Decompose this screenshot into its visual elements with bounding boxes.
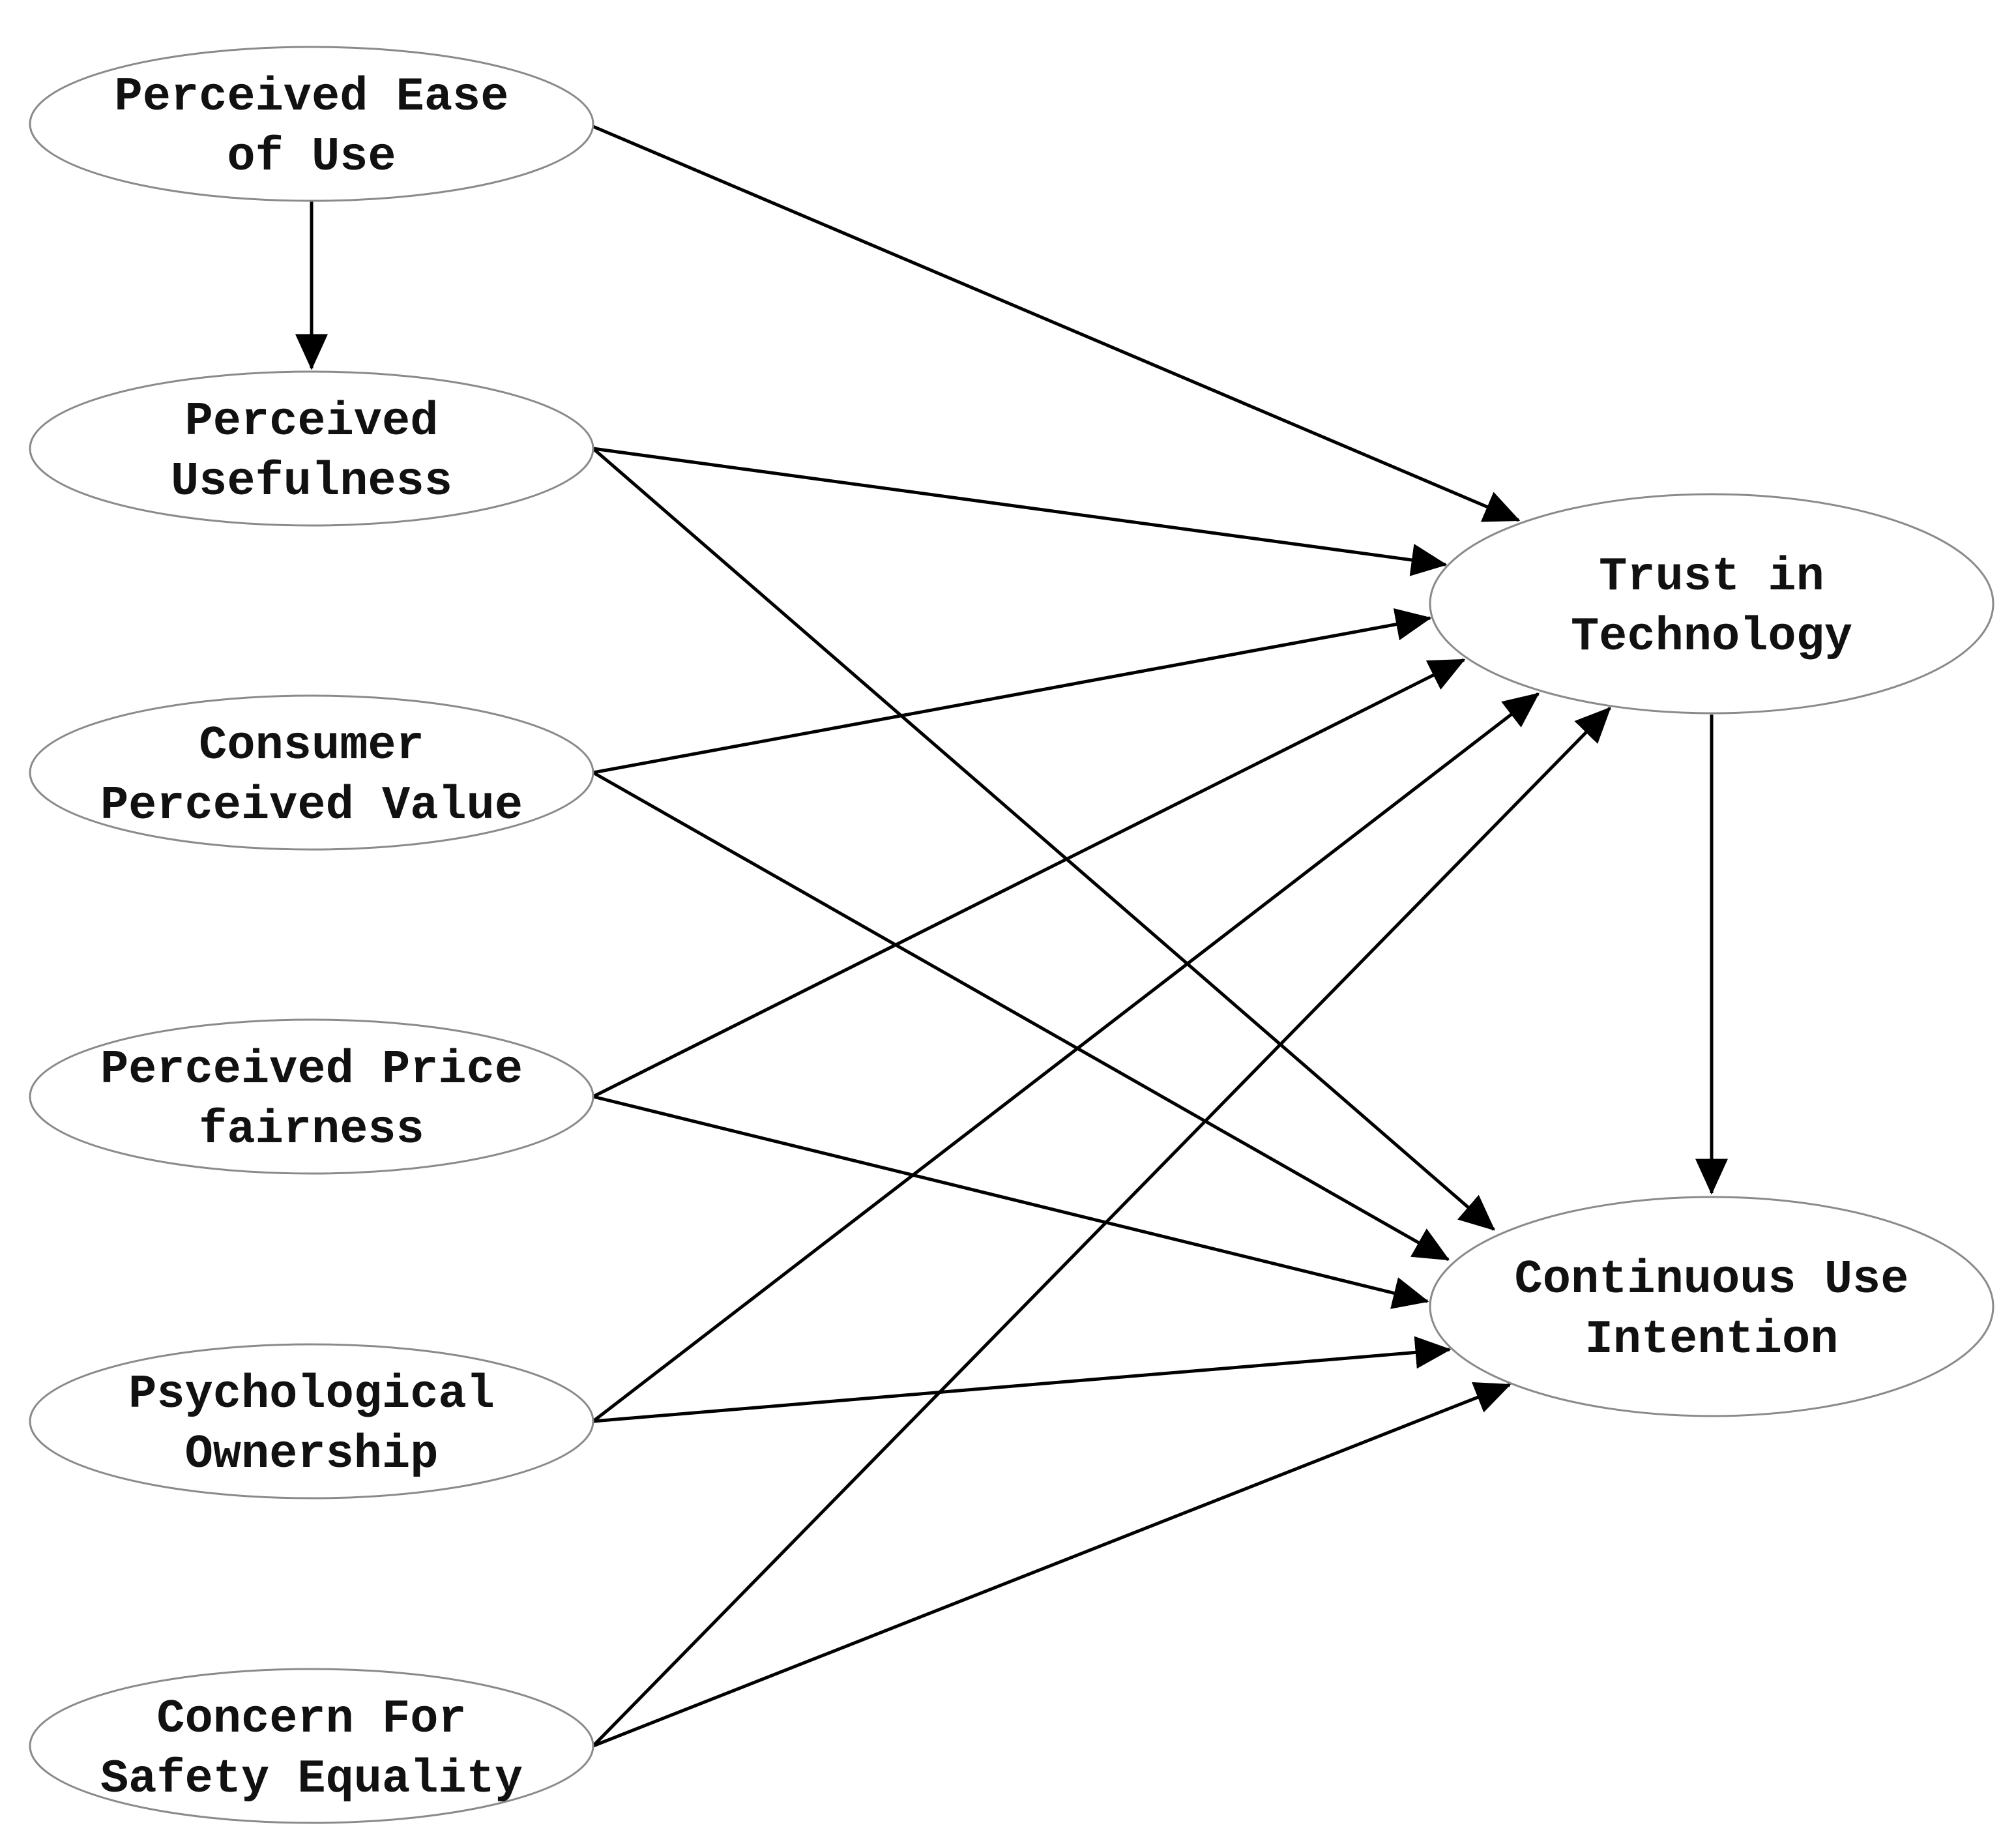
node-peou: Perceived Ease of Use — [29, 46, 594, 202]
node-ellipse — [29, 46, 594, 202]
arrow-pu-to-trust — [592, 447, 1448, 576]
node-label: fairness — [199, 1103, 424, 1157]
node-label: Usefulness — [171, 455, 452, 509]
node-ellipse — [29, 370, 594, 527]
arrow-po-to-trust — [592, 692, 1540, 1423]
node-label: Psychological — [128, 1368, 495, 1421]
node-label: Perceived Ease — [115, 70, 509, 124]
arrow-cpv-to-trust — [592, 608, 1432, 775]
node-ellipse — [1429, 493, 1994, 715]
node-label: Perceived Price — [100, 1043, 523, 1097]
arrow-cpv-to-cui — [592, 771, 1450, 1262]
arrow-cfse-to-cui — [592, 1381, 1512, 1748]
arrow-ppf-to-cui — [592, 1095, 1429, 1309]
node-label: Trust in — [1599, 550, 1824, 604]
node-ellipse — [29, 1668, 594, 1824]
node-label: Intention — [1585, 1313, 1839, 1367]
node-label: Consumer — [199, 719, 424, 773]
nodes: Perceived Ease of UsePerceivedUsefulnessC… — [29, 46, 1994, 1824]
edges — [295, 125, 1728, 1748]
arrow-po-to-cui — [592, 1336, 1452, 1423]
node-label: Perceived Value — [100, 779, 523, 833]
node-label: Concern For — [156, 1692, 466, 1746]
node-label: Safety Equality — [100, 1752, 523, 1806]
arrow-ppf-to-trust — [592, 658, 1466, 1099]
node-ellipse — [1429, 1196, 1994, 1417]
node-ellipse — [29, 1018, 594, 1175]
node-label: of Use — [227, 130, 396, 184]
arrow-pu-to-cui — [592, 447, 1495, 1231]
arrow-cfse-to-trust — [592, 707, 1611, 1747]
node-trust: Trust in Technology — [1429, 493, 1994, 715]
node-label: Ownership — [185, 1428, 439, 1481]
arrow-peou-to-trust — [592, 125, 1521, 522]
node-ellipse — [29, 694, 594, 851]
node-label: Technology — [1571, 610, 1852, 664]
node-ppf: Perceived Price fairness — [29, 1018, 594, 1175]
node-label: Continuous Use — [1515, 1253, 1909, 1307]
node-label: Perceived — [185, 395, 439, 449]
node-ellipse — [29, 1343, 594, 1500]
